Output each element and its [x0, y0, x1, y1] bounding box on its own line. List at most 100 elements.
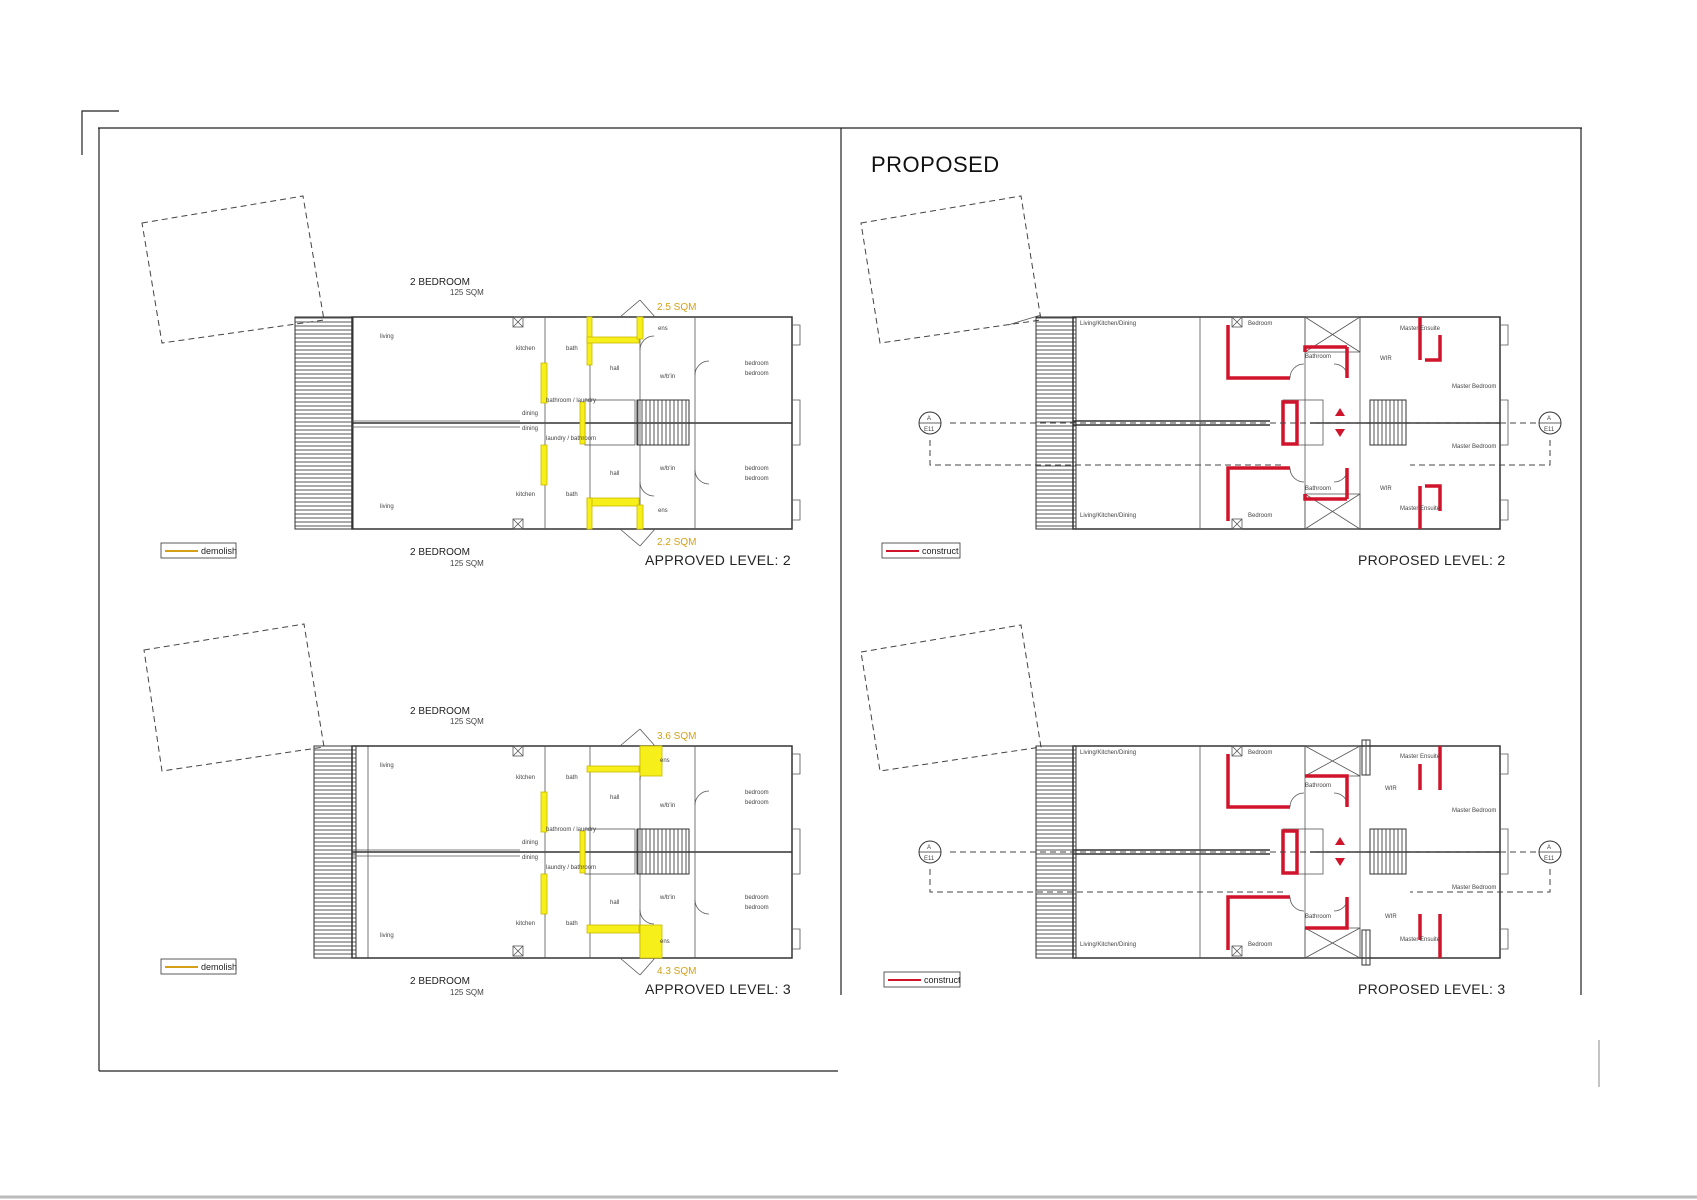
site-boundary: [141, 195, 325, 344]
room-label: Master Bedroom: [1452, 384, 1496, 390]
room-label: laundry / bathroom: [546, 865, 596, 871]
balcony-stair-block: [294, 316, 354, 530]
room-label: living: [380, 334, 394, 340]
room-label: ens: [660, 758, 670, 764]
room-label: kitchen: [516, 346, 535, 352]
room-label: living: [380, 504, 394, 510]
demolish-area-label: 2.5 SQM: [657, 302, 696, 313]
room-label: kitchen: [516, 921, 535, 927]
section-line-a: A E11 A E11: [918, 411, 1562, 466]
room-label: kitchen: [516, 492, 535, 498]
room-label: Living/Kitchen/Dining: [1080, 750, 1136, 756]
room-label: WIR: [1385, 786, 1397, 792]
proposed-heading: PROPOSED: [871, 152, 1000, 177]
sheet-frame: [0, 110, 1697, 1199]
room-label: bath: [566, 492, 578, 498]
section-marker: A: [927, 416, 931, 422]
room-label: Master Ensuite: [1400, 326, 1441, 332]
room-label: bedroom: [745, 800, 769, 806]
room-label: WIR: [1380, 486, 1392, 492]
room-label: Bathroom: [1305, 783, 1331, 789]
unit-area-label: 125 SQM: [450, 559, 484, 568]
room-label: bath: [566, 346, 578, 352]
legend-demolish: demolish: [160, 958, 237, 975]
demolish-area-label: 4.3 SQM: [657, 966, 696, 977]
room-labels: living kitchen bath ens bedroom bedroom …: [380, 326, 769, 514]
room-label: Bathroom: [1305, 486, 1331, 492]
section-ref: E11: [1544, 856, 1555, 862]
room-label: bedroom: [745, 905, 769, 911]
room-label: living: [380, 933, 394, 939]
demolish-walls: [540, 316, 644, 530]
room-label: w/b'in: [659, 803, 675, 809]
room-label: Master Ensuite: [1400, 754, 1441, 760]
room-label: w/b'in: [659, 466, 675, 472]
room-label: ens: [660, 939, 670, 945]
room-label: Master Ensuite: [1400, 937, 1441, 943]
room-label: Bedroom: [1248, 513, 1272, 519]
demolish-area-label: 2.2 SQM: [657, 537, 696, 548]
level-label: APPROVED LEVEL: 2: [645, 552, 791, 568]
room-label: Bedroom: [1248, 750, 1272, 756]
section-marker: A: [1547, 845, 1551, 851]
core-stair: [636, 828, 690, 875]
approved-level-3-plan: living kitchen bath ens bedroom bedroom …: [143, 623, 801, 997]
room-label: WIR: [1385, 914, 1397, 920]
room-label: Master Bedroom: [1452, 444, 1496, 450]
room-label: bath: [566, 775, 578, 781]
demolish-area-label: 3.6 SQM: [657, 731, 696, 742]
room-label: Living/Kitchen/Dining: [1080, 942, 1136, 948]
level-label: PROPOSED LEVEL: 3: [1358, 981, 1506, 997]
room-label: dining: [522, 411, 538, 417]
room-labels: living kitchen bath ens bedroom bedroom …: [380, 758, 769, 945]
unit-area-label: 125 SQM: [450, 717, 484, 726]
room-label: bedroom: [745, 371, 769, 377]
room-label: bedroom: [745, 361, 769, 367]
room-label: living: [380, 763, 394, 769]
room-label: Bathroom: [1305, 914, 1331, 920]
room-label: bedroom: [745, 466, 769, 472]
room-label: ens: [658, 508, 668, 514]
floor-plan-outline: [294, 299, 801, 547]
legend-label: construct: [922, 546, 959, 556]
legend-label: demolish: [201, 962, 237, 972]
room-label: hall: [610, 795, 619, 801]
room-label: bath: [566, 921, 578, 927]
room-label: Master Bedroom: [1452, 808, 1496, 814]
room-label: dining: [522, 855, 538, 861]
construct-walls: [1226, 317, 1442, 529]
approved-level-2-plan: living kitchen bath ens bedroom bedroom …: [141, 195, 801, 568]
legend-label: demolish: [201, 546, 237, 556]
room-label: hall: [610, 366, 619, 372]
unit-type-label: 2 BEDROOM: [410, 277, 470, 288]
site-boundary: [860, 195, 1042, 344]
room-label: bathroom / laundry: [546, 398, 596, 404]
room-label: bedroom: [745, 476, 769, 482]
room-label: hall: [610, 900, 619, 906]
room-label: Bedroom: [1248, 942, 1272, 948]
section-ref: E11: [924, 427, 935, 433]
unit-type-label: 2 BEDROOM: [410, 706, 470, 717]
site-boundary: [860, 624, 1042, 772]
section-line-a: A E11 A E11: [918, 840, 1562, 893]
legend-construct: construct: [881, 542, 961, 559]
level-label: PROPOSED LEVEL: 2: [1358, 552, 1506, 568]
site-boundary: [143, 623, 325, 772]
core-stair: [636, 399, 690, 446]
floor-plan-outline: [313, 728, 801, 976]
legend-label: construct: [924, 975, 961, 985]
room-label: kitchen: [516, 775, 535, 781]
unit-area-label: 125 SQM: [450, 988, 484, 997]
room-label: hall: [610, 471, 619, 477]
section-marker: A: [1547, 416, 1551, 422]
section-marker: A: [927, 845, 931, 851]
level-label: APPROVED LEVEL: 3: [645, 981, 791, 997]
room-labels: Living/Kitchen/Dining Bedroom Bathroom W…: [1080, 750, 1496, 948]
room-label: Master Ensuite: [1400, 506, 1441, 512]
section-ref: E11: [1544, 427, 1555, 433]
room-label: w/b'in: [659, 374, 675, 380]
room-label: bedroom: [745, 790, 769, 796]
unit-type-label: 2 BEDROOM: [410, 547, 470, 558]
room-label: bathroom / laundry: [546, 827, 596, 833]
